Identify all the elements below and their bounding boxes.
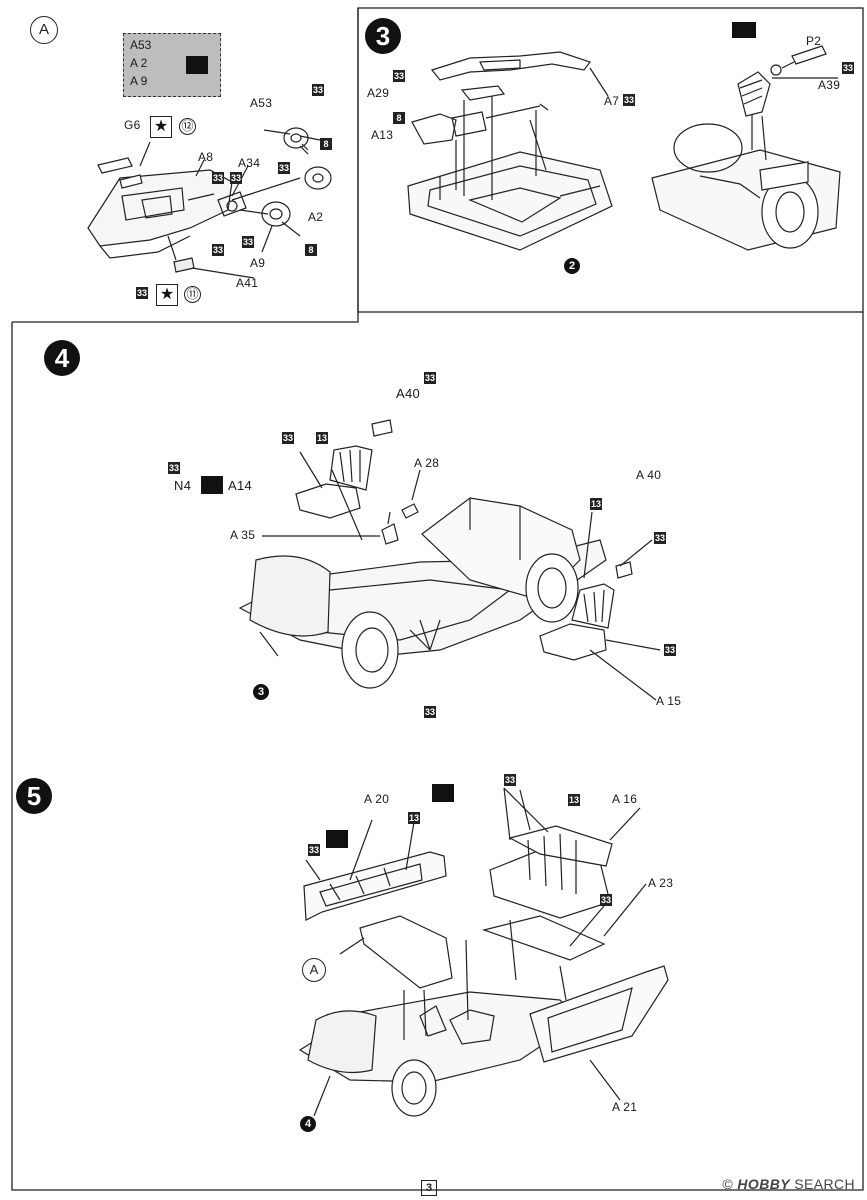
paint-code-badge: 33 <box>312 84 324 96</box>
paint-code-badge: 33 <box>664 644 676 656</box>
watermark: © HOBBY SEARCH <box>722 1176 855 1192</box>
paint-code-badge: 33 <box>393 70 405 82</box>
label-a29: A29 <box>367 86 390 100</box>
circled-11: ⑪ <box>184 286 201 303</box>
label-a53: A53 <box>250 96 273 110</box>
paint-code-badge: 33 <box>308 844 320 856</box>
label-a13: A13 <box>371 128 394 142</box>
watermark-rest: SEARCH <box>789 1176 855 1192</box>
watermark-brand: HOBBY <box>737 1176 790 1192</box>
paint-code-badge: 8 <box>320 138 332 150</box>
step-4-number: 4 <box>44 340 80 376</box>
label-a41: A41 <box>236 276 259 290</box>
paint-code-badge: 13 <box>568 794 580 806</box>
legend-line-1: A53 <box>130 38 152 52</box>
label-a9: A9 <box>250 256 266 270</box>
sub-assembly-a-marker: A <box>302 958 326 982</box>
label-n4: N4 <box>174 478 192 493</box>
label-p2: P2 <box>806 34 822 48</box>
label-a39: A39 <box>818 78 841 92</box>
paint-code-badge: 33 <box>282 432 294 444</box>
decal-legend-panel: A53 A 2 A 9 <box>123 33 221 97</box>
paint-code-badge: 8 <box>393 112 405 124</box>
painted-star-icon: ★ <box>150 116 172 138</box>
paint-code-badge: 33 <box>600 894 612 906</box>
label-a16: A 16 <box>612 792 638 806</box>
paint-code-badge: 33 <box>168 462 180 474</box>
legend-line-2: A 2 <box>130 56 148 70</box>
label-a20: A 20 <box>364 792 390 806</box>
circled-12: ⑫ <box>179 118 196 135</box>
paint-code-badge: 33 <box>242 236 254 248</box>
paint-code-badge: 33 <box>212 244 224 256</box>
paint-code-badge: 13 <box>590 498 602 510</box>
ref-step-4: 4 <box>300 1116 316 1132</box>
label-a28: A 28 <box>414 456 440 470</box>
painted-star-icon: ★ <box>156 284 178 306</box>
paint-code-badge: 33 <box>212 172 224 184</box>
label-a14: A14 <box>228 478 253 493</box>
label-a40-right: A 40 <box>636 468 662 482</box>
paint-code-badge: 33 <box>424 372 436 384</box>
paint-code-badge: 33 <box>623 94 635 106</box>
label-a23: A 23 <box>648 876 674 890</box>
label-a8: A8 <box>198 150 214 164</box>
ref-step-2: 2 <box>564 258 580 274</box>
paint-code-badge: 33 <box>278 162 290 174</box>
paint-code-badge: 13 <box>408 812 420 824</box>
label-a34: A34 <box>238 156 261 170</box>
ref-step-3: 3 <box>253 684 269 700</box>
glue-icon <box>326 830 348 848</box>
panel-a-marker: A <box>30 16 58 44</box>
paint-code-badge: 33 <box>842 62 854 74</box>
label-a7: A7 <box>604 94 620 108</box>
paint-code-badge: 8 <box>305 244 317 256</box>
paint-code-badge: 13 <box>316 432 328 444</box>
label-g6: G6 <box>124 118 141 132</box>
paint-code-badge: 33 <box>424 706 436 718</box>
label-a2: A2 <box>308 210 324 224</box>
page-number: 3 <box>421 1180 437 1196</box>
label-a15: A 15 <box>656 694 682 708</box>
glue-icon <box>186 56 208 74</box>
paint-code-badge: 33 <box>654 532 666 544</box>
watermark-symbol: © <box>722 1176 734 1192</box>
label-a40-left: A40 <box>396 386 421 401</box>
label-a35: A 35 <box>230 528 256 542</box>
legend-line-3: A 9 <box>130 74 148 88</box>
decal-grid-icon <box>732 22 756 38</box>
glue-icon <box>432 784 454 802</box>
paint-code-badge: 33 <box>504 774 516 786</box>
glue-icon <box>201 476 223 494</box>
step-5-number: 5 <box>16 778 52 814</box>
paint-code-badge: 33 <box>230 172 242 184</box>
label-a21: A 21 <box>612 1100 638 1114</box>
paint-code-badge: 33 <box>136 287 148 299</box>
step-3-number: 3 <box>365 18 401 54</box>
